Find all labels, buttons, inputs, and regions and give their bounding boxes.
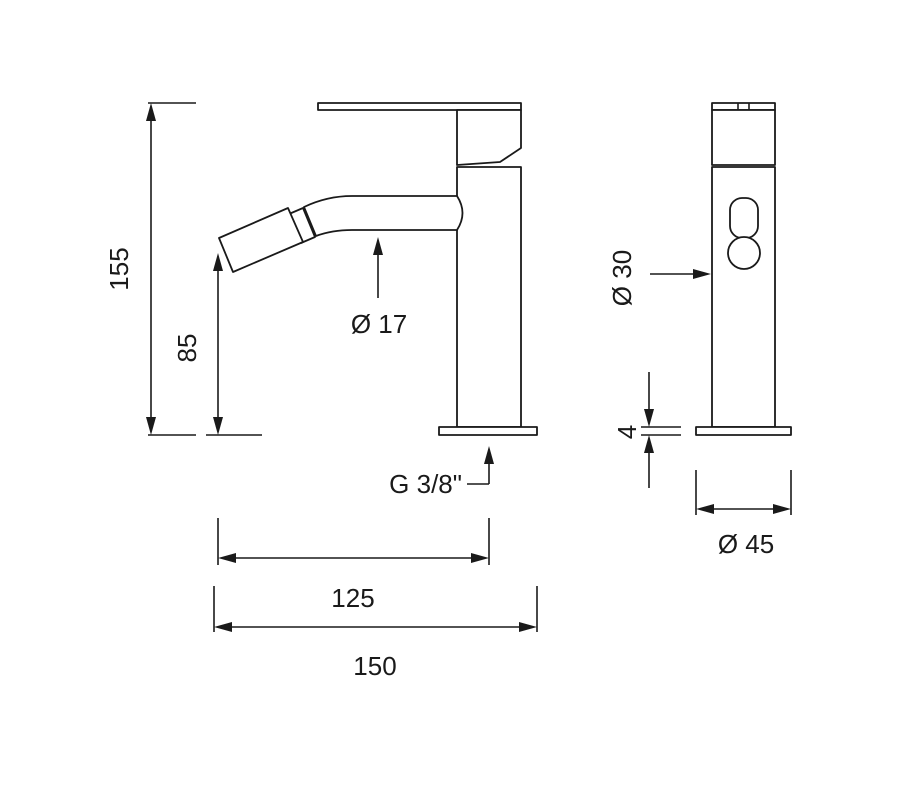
spout-pipe [303, 195, 464, 237]
body-column [456, 166, 522, 428]
dim-85-label: 85 [172, 334, 202, 363]
dim-d45: Ø 45 [695, 470, 792, 559]
dim-d45-label: Ø 45 [718, 529, 774, 559]
base-plate [438, 426, 538, 436]
dim-connection: G 3/8" [389, 446, 494, 499]
dim-d17-label: Ø 17 [351, 309, 407, 339]
front-spout-nozzle [727, 236, 761, 270]
spout-nozzle [218, 207, 304, 273]
dim-150-label: 150 [353, 651, 396, 681]
dim-155: 155 [104, 102, 196, 436]
front-base [695, 426, 792, 436]
dim-85: 85 [172, 253, 262, 436]
front-spout-stem [729, 197, 759, 239]
front-handle-top [711, 102, 776, 111]
dim-155-label: 155 [104, 247, 134, 290]
dim-4: 4 [612, 372, 681, 488]
front-handle-block [711, 109, 776, 166]
dim-d17: Ø 17 [351, 237, 407, 339]
dim-d30: Ø 30 [607, 250, 711, 306]
dim-125: 125 [217, 518, 490, 613]
dim-d30-label: Ø 30 [607, 250, 637, 306]
dim-125-label: 125 [331, 583, 374, 613]
handle-lever [317, 102, 522, 111]
handle-block [456, 109, 522, 166]
front-view [695, 102, 792, 436]
side-view [218, 102, 538, 436]
dim-connection-label: G 3/8" [389, 469, 462, 499]
dim-4-label: 4 [612, 425, 642, 439]
dim-150: 150 [213, 586, 538, 681]
